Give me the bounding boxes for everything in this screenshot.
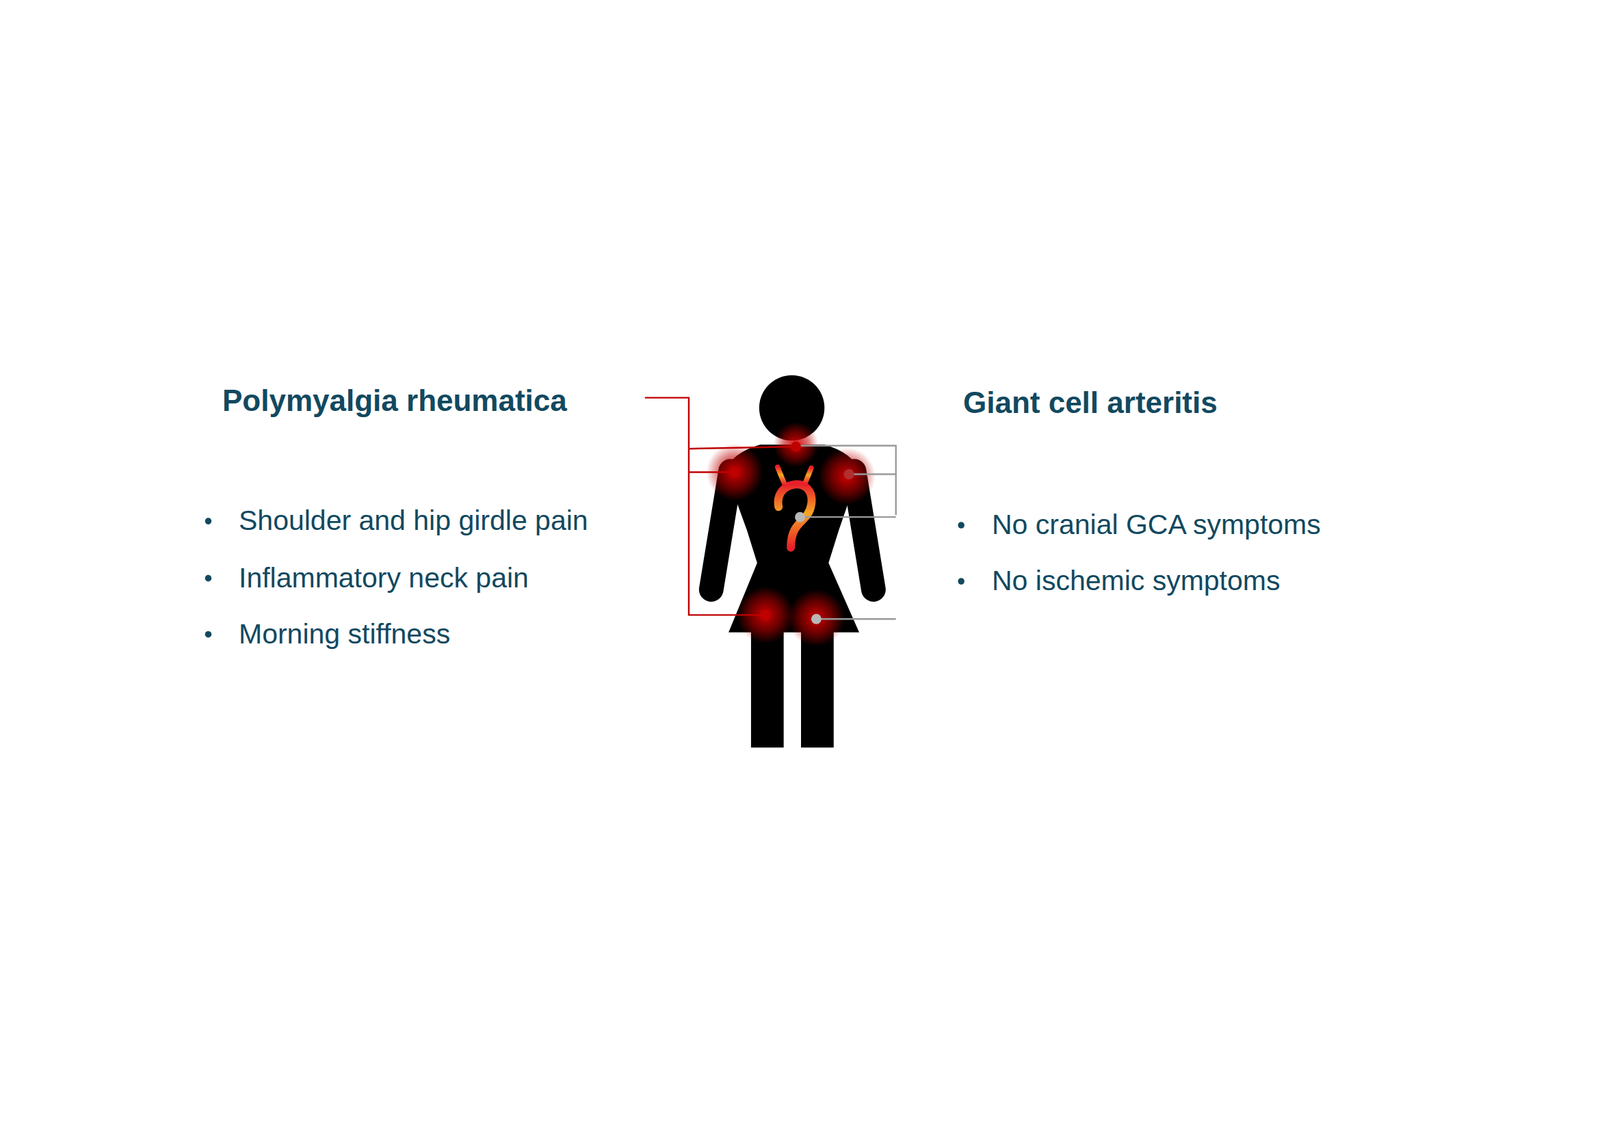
aorta-question-mark [777,464,812,548]
section-heading: Giant cell arteritis [963,385,1218,421]
section-heading: Polymyalgia rheumatica [222,383,568,419]
bullet-item: Shoulder and hip girdle pain [238,504,589,537]
bullet-item: No ischemic symptoms [991,565,1280,598]
inflammation-glow [705,422,876,647]
bullet-item: Morning stiffness [238,618,451,651]
person-silhouette [711,375,874,748]
anatomy-dots [729,441,855,625]
bullet-item: Inflammatory neck pain [238,562,529,595]
bullet-item: No cranial GCA symptoms [991,508,1321,542]
pmr-leader-lines [645,398,793,616]
gca-leader-lines [800,446,897,620]
